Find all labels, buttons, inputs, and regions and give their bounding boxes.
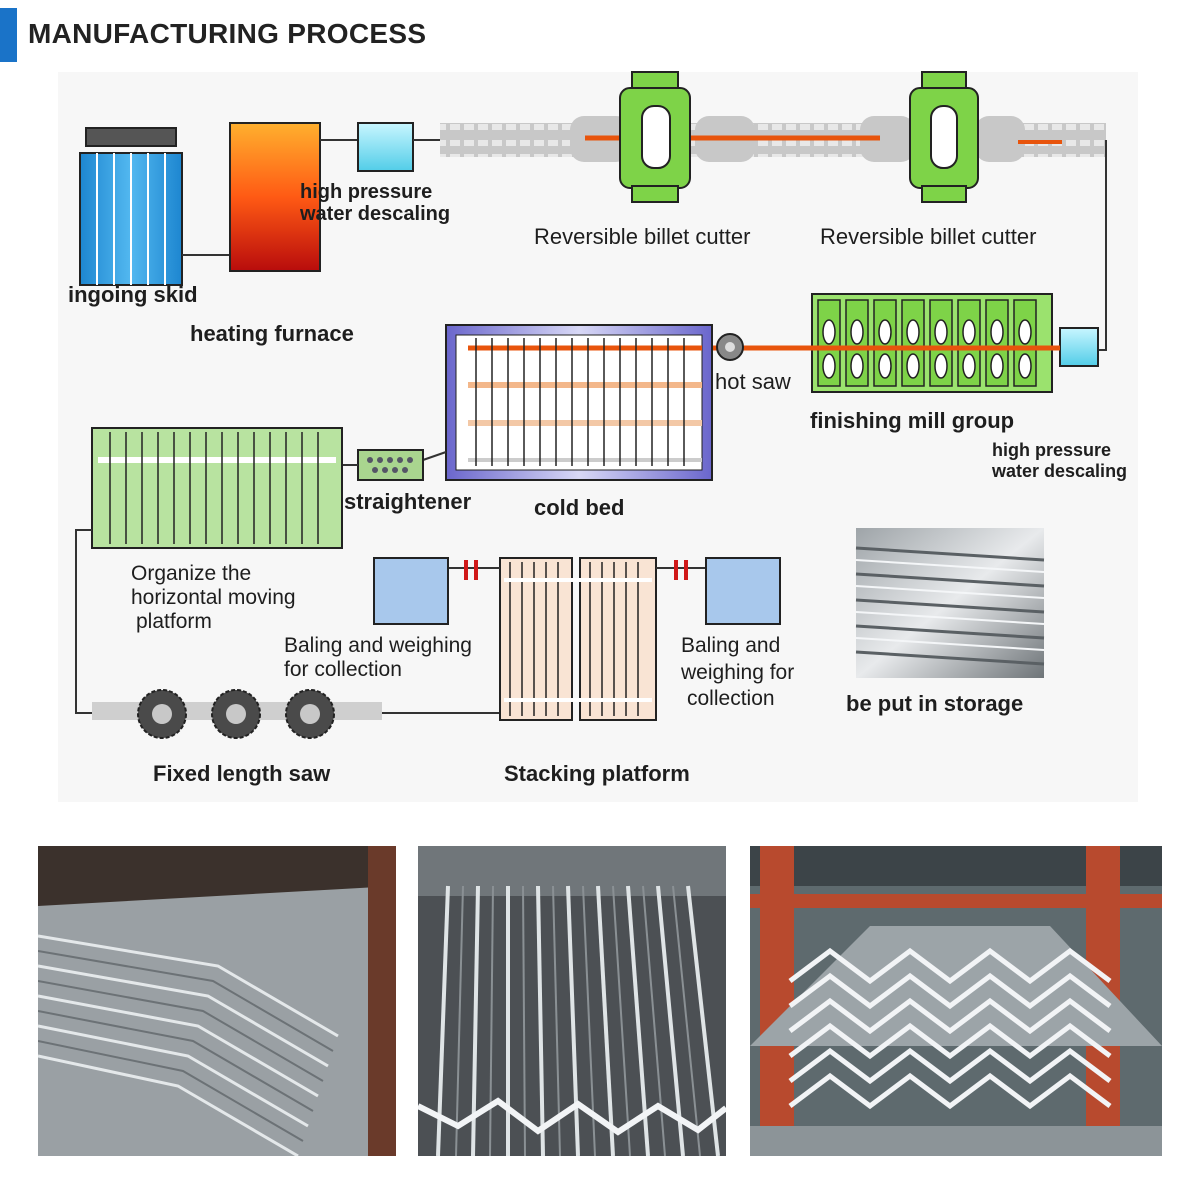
section-header: MANUFACTURING PROCESS <box>0 8 1200 62</box>
storage-angle-bars-image <box>855 528 1045 678</box>
label-hot-saw: hot saw <box>715 369 791 394</box>
process-diagram-svg: ingoing skid heating furnace high pressu… <box>58 71 1138 802</box>
label-straightener: straightener <box>344 489 472 514</box>
descaler-1 <box>357 122 414 172</box>
billet-cutter-2 <box>909 71 979 203</box>
connector-left-loop <box>75 529 92 714</box>
descaler-2 <box>1059 327 1099 367</box>
label-baling-2-line2: weighing for <box>680 661 794 684</box>
label-organize-line3: platform <box>136 610 212 633</box>
label-baling-2-line1: Baling and <box>681 634 780 657</box>
label-storage: be put in storage <box>846 691 1023 716</box>
label-organize-line2: horizontal moving <box>131 586 296 609</box>
baling-box-1 <box>373 557 449 625</box>
process-diagram: ingoing skid heating furnace high pressu… <box>0 62 1200 822</box>
fixed-length-saw <box>137 689 335 739</box>
angle-bars-stack-photo-3 <box>750 846 1162 1156</box>
angle-bars-stack-photo-1 <box>38 846 396 1156</box>
label-finishing-mill-group: finishing mill group <box>810 408 1014 433</box>
label-heating-furnace: heating furnace <box>190 321 354 346</box>
heating-furnace <box>229 122 321 272</box>
label-billet-cutter-2: Reversible billet cutter <box>820 224 1036 249</box>
baling-clamp-1 <box>464 560 478 580</box>
label-cold-bed: cold bed <box>534 495 624 520</box>
label-hp-descaling-2-line1: high pressure <box>992 440 1111 460</box>
billet-cutter-1 <box>619 71 691 203</box>
connector-coldbed-straightener <box>422 451 447 461</box>
angle-bars-stack-photo-2 <box>418 846 726 1156</box>
baling-box-2 <box>705 557 781 625</box>
label-baling-1-line1: Baling and weighing <box>284 634 472 657</box>
label-organize-line1: Organize the <box>131 562 251 585</box>
page-title: MANUFACTURING PROCESS <box>28 18 427 49</box>
label-baling-1-line2: for collection <box>284 658 402 681</box>
finishing-mill-group <box>811 293 1053 393</box>
label-hp-descaling-1-line1: high pressure <box>300 181 432 203</box>
hot-saw <box>716 333 744 361</box>
label-billet-cutter-1: Reversible billet cutter <box>534 224 750 249</box>
cold-bed <box>445 324 713 481</box>
connector-right-loop <box>1098 140 1107 351</box>
label-baling-2-line3: collection <box>687 687 775 710</box>
label-ingoing-skid: ingoing skid <box>68 282 198 307</box>
label-fixed-length-saw: Fixed length saw <box>153 761 331 786</box>
label-hp-descaling-1-line2: water descaling <box>299 203 450 225</box>
label-stacking-platform: Stacking platform <box>504 761 690 786</box>
stacking-platform <box>499 557 657 721</box>
straightener <box>357 449 424 481</box>
ingoing-skid <box>79 127 183 286</box>
label-hp-descaling-2-line2: water descaling <box>991 461 1127 481</box>
horizontal-moving-platform <box>91 427 343 549</box>
baling-clamp-2 <box>674 560 688 580</box>
header-accent-bar <box>0 8 17 62</box>
